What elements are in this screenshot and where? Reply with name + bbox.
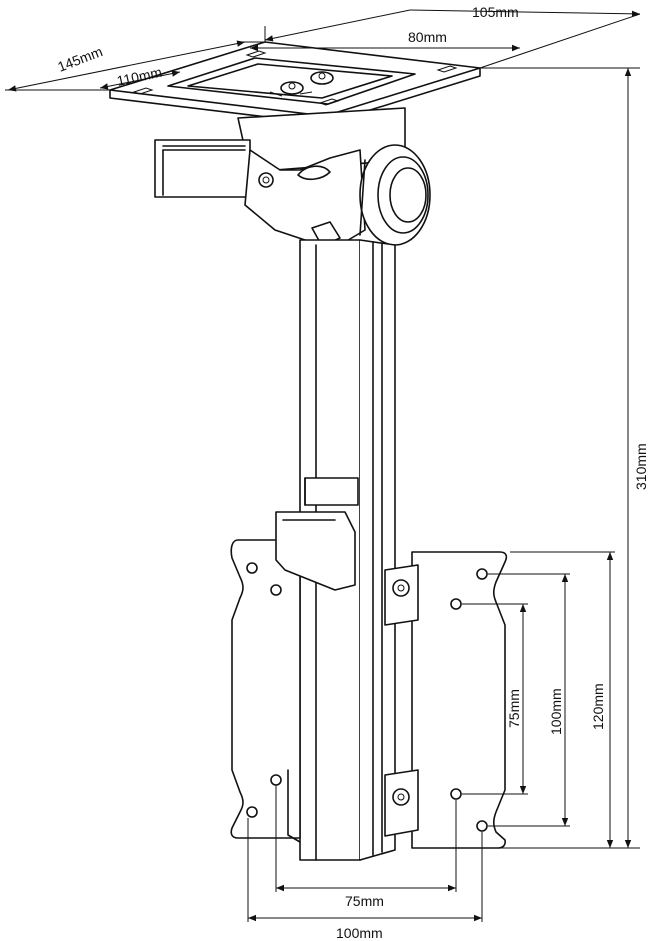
dim-310mm-label: 310mm <box>633 443 649 490</box>
dim-105mm-label: 105mm <box>472 4 519 20</box>
dim-100mm-vertical-label: 100mm <box>548 688 564 735</box>
vesa-plate <box>230 511 508 849</box>
dim-75mm-vertical-label: 75mm <box>506 689 522 728</box>
ceiling-plate <box>109 41 481 125</box>
dim-120mm-label: 120mm <box>590 683 606 730</box>
dim-100mm-horizontal-label: 100mm <box>336 925 383 941</box>
dimension-lines <box>5 9 641 922</box>
dim-75mm-horizontal-label: 75mm <box>345 893 384 909</box>
tilt-head <box>154 107 431 247</box>
dim-145mm-label: 145mm <box>55 43 104 75</box>
dim-80mm-label: 80mm <box>408 29 447 45</box>
